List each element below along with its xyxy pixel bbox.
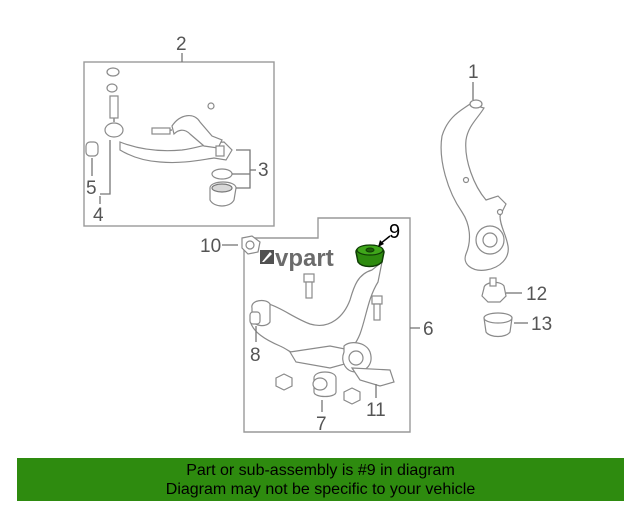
callout-12: 12 bbox=[526, 284, 547, 305]
callout-5: 5 bbox=[86, 178, 97, 199]
part-10: 10 bbox=[200, 235, 261, 257]
callout-8: 8 bbox=[250, 345, 261, 366]
highlighted-part-9: 9 bbox=[355, 221, 400, 268]
callout-1: 1 bbox=[468, 62, 479, 83]
banner-line-1: Part or sub-assembly is #9 in diagram bbox=[186, 462, 455, 479]
callout-7: 7 bbox=[316, 414, 327, 435]
ball-joint-12: 12 bbox=[481, 277, 547, 305]
upper-arm-group: 2 3 5 4 bbox=[83, 34, 275, 227]
info-banner: Part or sub-assembly is #9 in diagram Di… bbox=[17, 458, 624, 501]
callout-2: 2 bbox=[176, 34, 187, 55]
vpart-watermark: vpart bbox=[260, 245, 334, 272]
callout-6: 6 bbox=[423, 319, 434, 340]
callout-3: 3 bbox=[258, 160, 269, 181]
callout-4: 4 bbox=[93, 205, 104, 226]
upper-nut bbox=[106, 67, 120, 77]
callout-11: 11 bbox=[366, 400, 386, 421]
lower-arm-group: 6 8 7 11 bbox=[243, 217, 434, 435]
boot-13: 13 bbox=[483, 312, 552, 338]
banner-line-2: Diagram may not be specific to your vehi… bbox=[165, 481, 476, 498]
upper-arm-box bbox=[83, 61, 275, 227]
callout-13: 13 bbox=[531, 314, 552, 335]
knuckle-group: 1 bbox=[440, 62, 509, 271]
callout-9: 9 bbox=[389, 221, 400, 243]
bushing-5 bbox=[85, 141, 99, 157]
lower-control-arm bbox=[249, 260, 383, 361]
upper-control-arm bbox=[119, 141, 233, 164]
lower-arm-box bbox=[243, 217, 411, 433]
watermark-text: vpart bbox=[275, 245, 334, 272]
callout-10: 10 bbox=[200, 236, 221, 257]
